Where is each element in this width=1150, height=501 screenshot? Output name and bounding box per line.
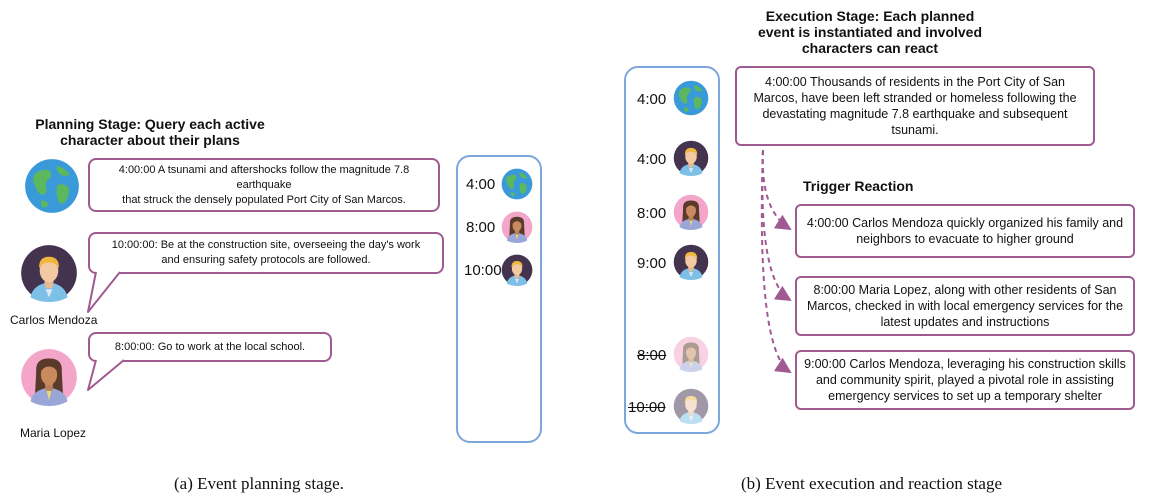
- caption-b: (b) Event execution and reaction stage: [741, 474, 1003, 493]
- caption-a: (a) Event planning stage.: [174, 474, 344, 493]
- reaction-box-3: 9:00:00 Carlos Mendoza, leveraging his c…: [795, 350, 1135, 410]
- execution-time-3: 8:00: [637, 205, 667, 222]
- planning-timeline: [456, 155, 542, 443]
- execution-time-cancelled-1: 8:00: [637, 347, 667, 364]
- character-name-maria: Maria Lopez: [20, 426, 87, 440]
- reaction-box-2: 8:00:00 Maria Lopez, along with other re…: [795, 276, 1135, 336]
- execution-stage-title: Execution Stage: Each planned event is i…: [757, 8, 983, 56]
- planning-stage-title: Planning Stage: Query each active charac…: [35, 116, 265, 148]
- planning-time-3: 10:00: [464, 262, 502, 279]
- execution-time-4: 9:00: [637, 255, 667, 272]
- trigger-arrow-1: [761, 149, 792, 231]
- planning-time-2: 8:00: [466, 219, 496, 236]
- execution-timeline: [624, 66, 720, 434]
- execution-time-cancelled-2: 10:00: [628, 399, 666, 416]
- execution-event-box: 4:00:00 Thousands of residents in the Po…: [735, 66, 1095, 146]
- trigger-reaction-label: Trigger Reaction: [803, 178, 914, 194]
- execution-time-1: 4:00: [637, 91, 667, 108]
- character-name-carlos: Carlos Mendoza: [10, 313, 98, 327]
- planning-bubble-carlos: 10:00:00: Be at the construction site, o…: [88, 232, 444, 274]
- planning-time-1: 4:00: [466, 176, 496, 193]
- planning-bubble-event: 4:00:00 A tsunami and aftershocks follow…: [88, 158, 440, 212]
- planning-bubble-maria: 8:00:00: Go to work at the local school.: [88, 332, 332, 362]
- trigger-arrow-3: [760, 149, 792, 374]
- reaction-box-1: 4:00:00 Carlos Mendoza quickly organized…: [795, 204, 1135, 258]
- execution-time-2: 4:00: [637, 151, 667, 168]
